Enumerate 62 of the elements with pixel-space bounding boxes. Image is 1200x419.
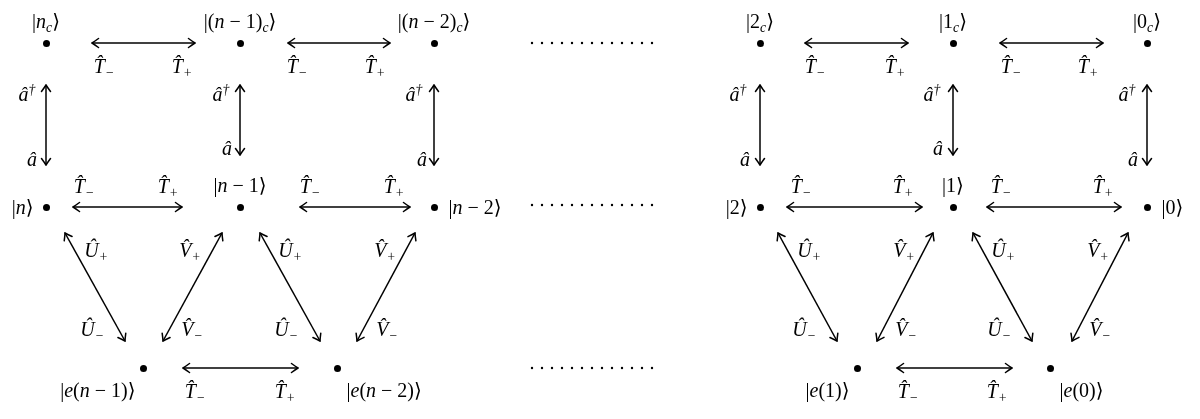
operator-label: T̂$_{−}$ xyxy=(93,55,115,77)
state-label: |2$_{c}$⟩ xyxy=(746,9,774,32)
operator-label: Û$_{−}$ xyxy=(792,318,816,340)
operator-label: V̂$_{−}$ xyxy=(1089,318,1111,340)
operator-label: T̂$_{−}$ xyxy=(897,380,919,402)
operator-label: â xyxy=(222,137,232,159)
operator-label: V̂$_{−}$ xyxy=(895,318,917,340)
operator-label: T̂$_{+}$ xyxy=(383,175,405,197)
operator-label: Û$_{−}$ xyxy=(274,318,298,340)
operator-label: T̂$_{+}$ xyxy=(884,55,906,77)
operator-label: T̂$_{−}$ xyxy=(790,175,812,197)
operator-label: T̂$_{−}$ xyxy=(286,55,308,77)
operator-label: â xyxy=(27,148,37,170)
operator-label: T̂$_{+}$ xyxy=(364,55,386,77)
operator-label: Û$_{+}$ xyxy=(84,239,108,261)
state-label: |n − 2⟩ xyxy=(448,196,502,218)
operator-label: â xyxy=(1128,148,1138,170)
operator-label: â$^{†}$ xyxy=(212,83,230,105)
operator-label: T̂$_{−}$ xyxy=(1000,55,1022,77)
operator-label: â xyxy=(740,148,750,170)
state-label: |0⟩ xyxy=(1161,196,1184,218)
operator-label: â$^{†}$ xyxy=(923,83,941,105)
operator-label: â$^{†}$ xyxy=(729,83,747,105)
operator-label: Û$_{−}$ xyxy=(987,318,1011,340)
operator-label: V̂$_{+}$ xyxy=(179,239,201,261)
state-label: |e(n − 1)⟩ xyxy=(60,378,136,401)
state-label: |n$_{c}$⟩ xyxy=(32,9,60,32)
operator-label: T̂$_{−}$ xyxy=(184,380,206,402)
operator-label: V̂$_{+}$ xyxy=(893,239,915,261)
state-label: |(n − 1)$_{c}$⟩ xyxy=(203,9,277,32)
operator-label: T̂$_{+}$ xyxy=(1077,55,1099,77)
operator-label: V̂$_{−}$ xyxy=(376,318,398,340)
state-label: |2⟩ xyxy=(725,196,748,218)
state-label: |(n − 2)$_{c}$⟩ xyxy=(397,9,471,32)
operator-label: T̂$_{+}$ xyxy=(171,55,193,77)
operator-label: T̂$_{−}$ xyxy=(299,175,321,197)
operator-label: V̂$_{+}$ xyxy=(1087,239,1109,261)
operator-label: T̂$_{+}$ xyxy=(986,380,1008,402)
operator-label: V̂$_{−}$ xyxy=(181,318,203,340)
state-label: |1$_{c}$⟩ xyxy=(939,9,967,32)
operator-label: T̂$_{+}$ xyxy=(157,175,179,197)
operator-label: Û$_{+}$ xyxy=(278,239,302,261)
operator-label: â xyxy=(933,137,943,159)
operator-label: Û$_{+}$ xyxy=(991,239,1015,261)
operator-label: V̂$_{+}$ xyxy=(374,239,396,261)
operator-label: T̂$_{−}$ xyxy=(990,175,1012,197)
operator-label: T̂$_{+}$ xyxy=(274,380,296,402)
operator-label: â xyxy=(417,148,427,170)
operator-label: T̂$_{−}$ xyxy=(804,55,826,77)
operator-label: â$^{†}$ xyxy=(18,83,36,105)
operator-label: Û$_{+}$ xyxy=(797,239,821,261)
operator-label: Û$_{−}$ xyxy=(80,318,104,340)
state-label: |n − 1⟩ xyxy=(213,173,267,196)
state-label: |e(1)⟩ xyxy=(805,378,850,401)
state-label: |0$_{c}$⟩ xyxy=(1133,9,1161,32)
operator-label: â$^{†}$ xyxy=(1118,83,1136,105)
state-label: |e(n − 2)⟩ xyxy=(346,378,422,401)
state-label: |n⟩ xyxy=(11,196,34,218)
operator-label: T̂$_{−}$ xyxy=(73,175,95,197)
state-label: |e(0)⟩ xyxy=(1059,378,1104,401)
operator-label: â$^{†}$ xyxy=(405,83,423,105)
state-label: |1⟩ xyxy=(942,173,964,196)
